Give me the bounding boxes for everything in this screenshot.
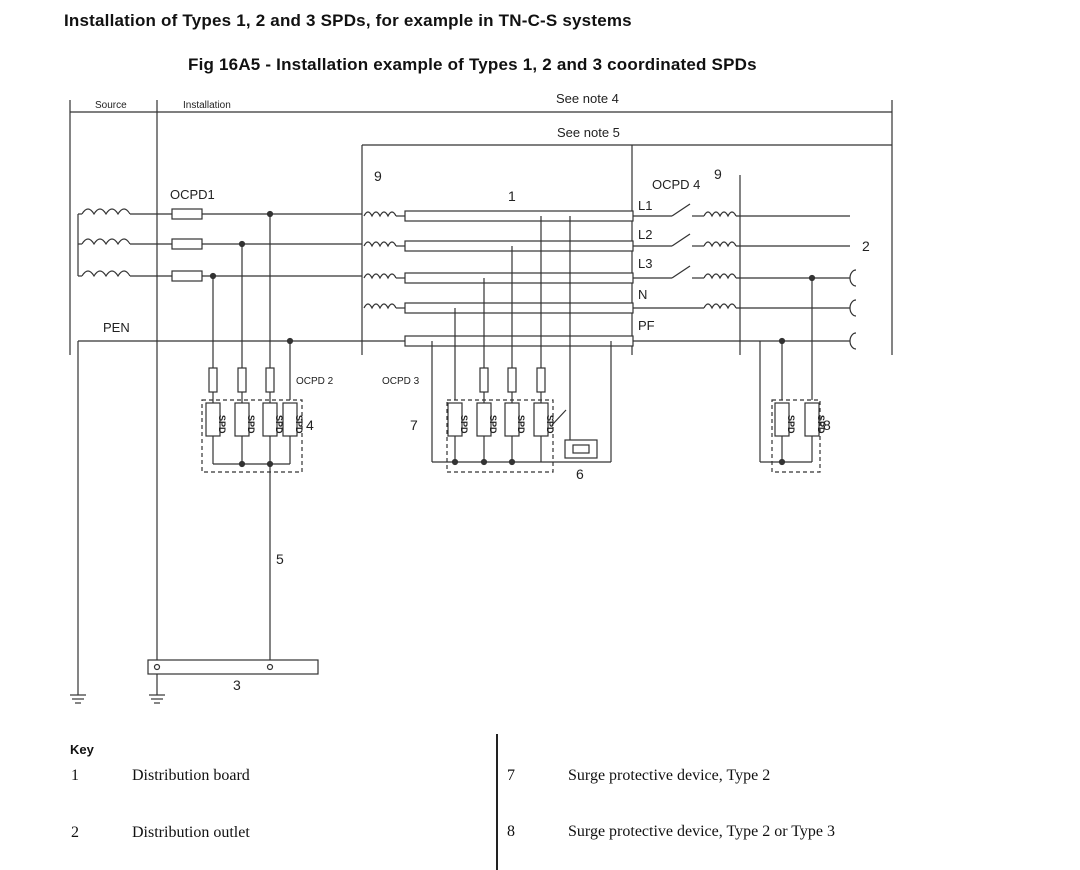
figure-title: Fig 16A5 - Installation example of Types… <box>188 55 757 74</box>
ocpd3-fuse-3 <box>536 367 546 393</box>
ocpd2-label: OCPD 2 <box>296 376 334 387</box>
spd-box <box>804 402 820 437</box>
source-coil-l2 <box>81 238 131 246</box>
callout-2: 2 <box>862 238 870 254</box>
spd-label: SPD <box>294 415 304 434</box>
line-label-l1: L1 <box>638 198 652 213</box>
spd-box <box>774 402 790 437</box>
ocpd2-fuse-1 <box>208 367 218 393</box>
spd-label: SPD <box>459 415 469 434</box>
outlet-socket-l3 <box>849 269 857 287</box>
ocpd4-switch-l1 <box>671 203 691 217</box>
busbar-l2 <box>404 240 634 252</box>
spd-box <box>234 402 250 437</box>
spd-type3-group <box>771 399 821 473</box>
spd-type1-group <box>201 399 303 473</box>
ocpd2-fuse-3 <box>265 367 275 393</box>
spd-label: SPD <box>816 415 826 434</box>
key-item-text: Surge protective device, Type 2 <box>568 767 771 784</box>
ocpd2-fuse-2 <box>237 367 247 393</box>
outlet-coil-n <box>703 303 737 310</box>
line-label-pf: PF <box>638 318 655 333</box>
line-label-n: N <box>638 287 647 302</box>
key-item-text: Distribution outlet <box>132 824 250 841</box>
board-coil-l3 <box>363 273 397 280</box>
key-divider <box>496 734 498 870</box>
spd-box <box>282 402 298 437</box>
spd-box <box>504 402 520 437</box>
callout-6: 6 <box>576 466 584 482</box>
page-title: Installation of Types 1, 2 and 3 SPDs, f… <box>64 11 632 30</box>
spd-installation-diagram: SPD SPD SPD SPD SPD SPD SPD SPD SPD SPD … <box>69 91 893 704</box>
spd-label: SPD <box>488 415 498 434</box>
monitoring-device-6 <box>564 439 598 459</box>
line-label-l2: L2 <box>638 227 652 242</box>
callout-4: 4 <box>306 417 314 433</box>
spd-box <box>533 402 549 437</box>
busbar-pe <box>404 335 634 347</box>
key-item-text: Surge protective device, Type 2 or Type … <box>568 823 836 840</box>
ocpd1-fuse-l2 <box>171 238 203 250</box>
ocpd4-label: OCPD 4 <box>652 177 700 192</box>
spd-label: SPD <box>545 415 555 434</box>
spd-box <box>476 402 492 437</box>
spd-label: SPD <box>217 415 227 434</box>
installation-label: Installation <box>183 100 231 111</box>
note4-label: See note 4 <box>556 91 619 106</box>
board-coil-l1 <box>363 211 397 218</box>
outlet-coil-l3 <box>703 273 737 280</box>
key-item-number: 1 <box>71 767 79 784</box>
board-coil-l2 <box>363 241 397 248</box>
key-item-number: 7 <box>507 767 515 784</box>
spd-type2-group <box>446 399 554 473</box>
spd-label: SPD <box>516 415 526 434</box>
ocpd4-switch-l3 <box>671 265 691 279</box>
busbar-l3 <box>404 272 634 284</box>
key-item-number: 8 <box>507 823 515 840</box>
ocpd3-fuse-1 <box>479 367 489 393</box>
ocpd3-label: OCPD 3 <box>382 376 420 387</box>
callout-3: 3 <box>233 677 241 693</box>
source-coil-l3 <box>81 270 131 278</box>
callout-5: 5 <box>276 551 284 567</box>
key-item-number: 2 <box>71 824 79 841</box>
ocpd4-switch-l2 <box>671 233 691 247</box>
outlet-coil-l1 <box>703 211 737 218</box>
note5-label: See note 5 <box>557 125 620 140</box>
source-label: Source <box>95 100 127 111</box>
outlet-socket-n <box>849 299 857 317</box>
key-heading: Key <box>70 742 94 757</box>
spd-label: SPD <box>786 415 796 434</box>
source-coil-l1 <box>81 208 131 216</box>
ocpd1-label: OCPD1 <box>170 187 215 202</box>
callout-7: 7 <box>410 417 418 433</box>
busbar-n <box>404 302 634 314</box>
outlet-socket-pe <box>849 332 857 350</box>
busbar-l1 <box>404 210 634 222</box>
callout-1: 1 <box>508 188 516 204</box>
callout-8: 8 <box>823 417 831 433</box>
spd-label: SPD <box>246 415 256 434</box>
spd-label: SPD <box>274 415 284 434</box>
main-earthing-terminal <box>147 659 319 675</box>
outlet-coil-l2 <box>703 241 737 248</box>
pen-label: PEN <box>103 320 130 335</box>
line-label-l3: L3 <box>638 256 652 271</box>
key-item-text: Distribution board <box>132 767 250 784</box>
spd-box <box>262 402 278 437</box>
ocpd1-fuse-l3 <box>171 270 203 282</box>
spd-box <box>205 402 221 437</box>
spd-box <box>447 402 463 437</box>
board-coil-n <box>363 303 397 310</box>
ocpd3-fuse-2 <box>507 367 517 393</box>
callout-9-outlet: 9 <box>714 166 722 182</box>
ocpd1-fuse-l1 <box>171 208 203 220</box>
callout-9-board: 9 <box>374 168 382 184</box>
